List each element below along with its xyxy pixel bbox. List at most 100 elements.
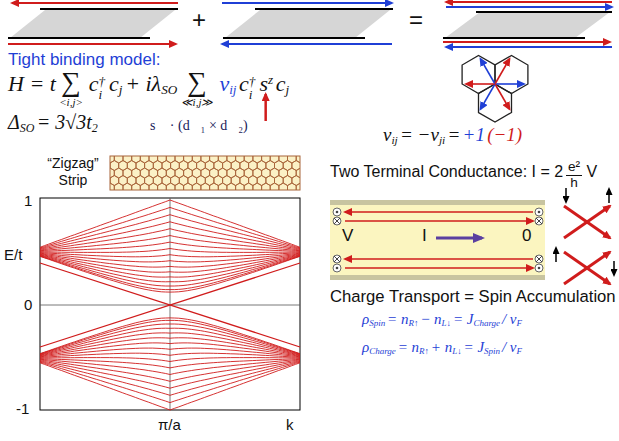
path-shape <box>40 362 300 403</box>
formula-text: H = t <box>8 71 56 96</box>
path-shape <box>40 324 300 354</box>
formula-line: “Zigzag” Strip <box>40 155 106 189</box>
circle-shape <box>538 211 541 214</box>
line-shape <box>345 258 533 260</box>
formula-text: V <box>587 163 598 180</box>
path-shape <box>40 200 300 247</box>
line-shape <box>466 83 495 85</box>
path-shape <box>462 56 495 94</box>
path-shape <box>110 156 300 190</box>
subscript: R↑ <box>408 318 418 328</box>
circle-shape <box>535 208 543 216</box>
path-shape <box>40 236 300 251</box>
formula-text: s <box>259 71 268 96</box>
line-shape <box>436 237 482 240</box>
formula-text: Two Terminal Conductance: I = 2 <box>330 163 563 180</box>
circle-shape <box>333 208 341 216</box>
path-shape <box>40 263 300 347</box>
rect-shape <box>330 200 545 280</box>
formula-text: π/a <box>158 416 181 433</box>
band-plot-axes <box>40 198 300 410</box>
formula-text: (−1) <box>487 124 522 145</box>
formula-text: ν <box>219 71 229 96</box>
circle-shape <box>336 211 339 214</box>
formula-text: -1 <box>16 400 29 417</box>
path-shape <box>40 253 300 257</box>
formula-line: E/t <box>4 246 22 264</box>
denominator: h <box>566 176 582 191</box>
line-shape <box>334 256 340 262</box>
line-shape <box>536 218 542 224</box>
subscript: Spin <box>369 318 385 328</box>
subscript: 2 <box>92 121 98 135</box>
polygon-shape <box>10 10 175 38</box>
circle-shape <box>535 255 543 263</box>
conductor-strip <box>330 200 545 280</box>
line-shape <box>613 261 615 275</box>
formula-line: π/a <box>158 416 181 434</box>
path-shape <box>40 215 300 249</box>
subscript: Spin <box>484 346 500 356</box>
sup-sub-group: †i <box>99 75 106 101</box>
formula-text: / v <box>502 311 517 327</box>
line-shape <box>8 37 150 39</box>
subscript: SO <box>20 121 35 135</box>
sum-index: <i,j> <box>59 96 83 108</box>
path-shape <box>40 359 300 374</box>
line-shape <box>8 43 176 45</box>
formula-text: + n <box>431 339 452 355</box>
subscript: F <box>516 346 522 356</box>
line-shape <box>446 46 612 48</box>
sum-sign: ∑ <box>61 68 81 96</box>
path-shape <box>40 253 300 262</box>
line-shape <box>446 1 612 3</box>
subscript: L↓ <box>452 346 462 356</box>
formula-line: H = t∑<i,j>c†icj+ iλSO∑≪i,j≫νijc†iszcj <box>8 68 289 108</box>
subscript: Charge <box>369 346 396 356</box>
formula-text: Charge Transport = Spin Accumulation <box>330 287 616 306</box>
subscript: Charge <box>473 318 500 328</box>
formula-text: ρ <box>362 311 369 327</box>
spin-crossing <box>556 188 614 284</box>
line-shape <box>564 252 610 284</box>
formula-text: Tight binding model: <box>8 50 160 69</box>
formula-line: + <box>192 6 206 35</box>
path-shape <box>40 207 300 248</box>
rect-shape <box>330 200 545 205</box>
sum-group: ∑<i,j> <box>59 68 83 108</box>
line-shape <box>536 256 542 262</box>
formula-text: + <box>192 6 206 33</box>
subscript: ij <box>391 134 397 146</box>
circle-shape <box>538 267 541 270</box>
line-shape <box>222 2 392 4</box>
line-shape <box>345 267 533 269</box>
line-shape <box>564 252 610 284</box>
formula-text: = J <box>464 339 485 355</box>
numerator: e² <box>566 160 582 176</box>
line-shape <box>536 218 542 224</box>
formula-text: +1 <box>463 124 485 145</box>
formula-text: = <box>409 6 423 33</box>
line-shape <box>222 43 392 45</box>
line-shape <box>481 59 496 84</box>
line-shape <box>12 2 178 4</box>
g-shape <box>333 208 543 272</box>
line-shape <box>345 211 533 213</box>
formula-text: c <box>239 71 249 96</box>
line-shape <box>446 6 612 8</box>
g-shape <box>334 218 542 262</box>
rect-shape <box>330 275 545 280</box>
line-shape <box>334 218 340 224</box>
subscript: ij <box>229 82 236 97</box>
formula-line: 1 <box>24 192 32 210</box>
line-shape <box>495 59 510 84</box>
formula-text: E/t <box>4 246 22 263</box>
formula-text: c <box>109 71 119 96</box>
hexagon-hopping <box>462 56 528 123</box>
path-shape <box>40 255 300 277</box>
path-shape <box>40 229 300 250</box>
line-shape <box>443 37 585 39</box>
path-shape <box>40 249 300 253</box>
formula-text: = <box>447 124 460 145</box>
edge-strip-left <box>8 3 178 44</box>
